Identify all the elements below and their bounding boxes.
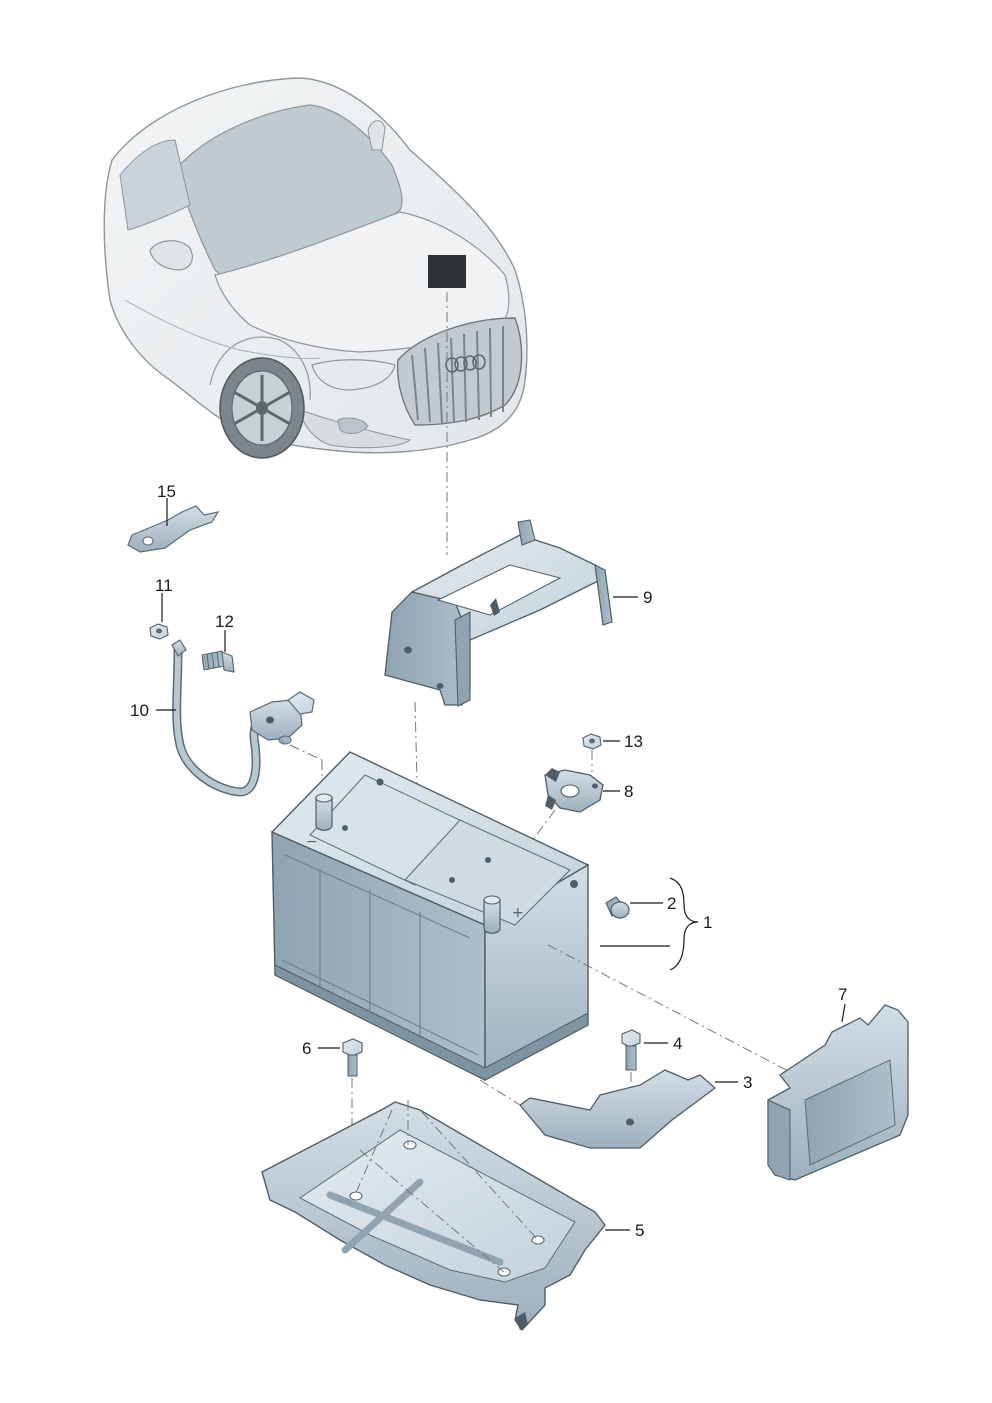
part-9-battery-holder bbox=[384, 519, 613, 707]
part-2-plug bbox=[605, 896, 630, 919]
part-11-nut bbox=[149, 623, 169, 640]
callout-12: 12 bbox=[215, 612, 234, 631]
part-3-clamp-plate bbox=[519, 1069, 717, 1149]
battery-minus-mark: − bbox=[306, 834, 318, 850]
callout-3: 3 bbox=[743, 1073, 752, 1092]
part-1-battery: − + bbox=[270, 751, 590, 1082]
alignment-line-ground-cable bbox=[289, 744, 323, 761]
part-4-bolt bbox=[621, 1029, 641, 1071]
callout-6: 6 bbox=[302, 1039, 311, 1058]
battery-location-marker bbox=[428, 255, 466, 288]
callout-11: 11 bbox=[155, 576, 173, 595]
alignment-lines-tray bbox=[354, 1100, 539, 1273]
part-8-terminal-clamp bbox=[544, 768, 604, 813]
alignment-line-cover bbox=[547, 944, 791, 1073]
callout-4: 4 bbox=[673, 1034, 682, 1053]
part-7-battery-cover bbox=[767, 1004, 909, 1181]
callout-9: 9 bbox=[643, 588, 652, 607]
callout-13: 13 bbox=[624, 732, 643, 751]
part-15-bracket bbox=[127, 505, 220, 553]
part-6-bolt bbox=[342, 1038, 363, 1077]
callout-7: 7 bbox=[838, 985, 847, 1004]
part-5-battery-tray bbox=[261, 1101, 606, 1332]
leader-lines bbox=[156, 498, 846, 1231]
callout-1: 1 bbox=[703, 913, 712, 932]
vehicle-front-view bbox=[103, 77, 528, 459]
callout-15: 15 bbox=[157, 482, 176, 501]
callout-2: 2 bbox=[667, 894, 676, 913]
part-12-bolt bbox=[201, 650, 235, 673]
callout-5: 5 bbox=[635, 1221, 644, 1240]
part-13-nut bbox=[582, 733, 602, 750]
callout-8: 8 bbox=[624, 782, 633, 801]
alignment-line-clamp-plate bbox=[479, 1079, 521, 1106]
battery-plus-mark: + bbox=[512, 905, 524, 921]
callout-10: 10 bbox=[130, 701, 149, 720]
part-10-ground-cable bbox=[171, 639, 315, 797]
